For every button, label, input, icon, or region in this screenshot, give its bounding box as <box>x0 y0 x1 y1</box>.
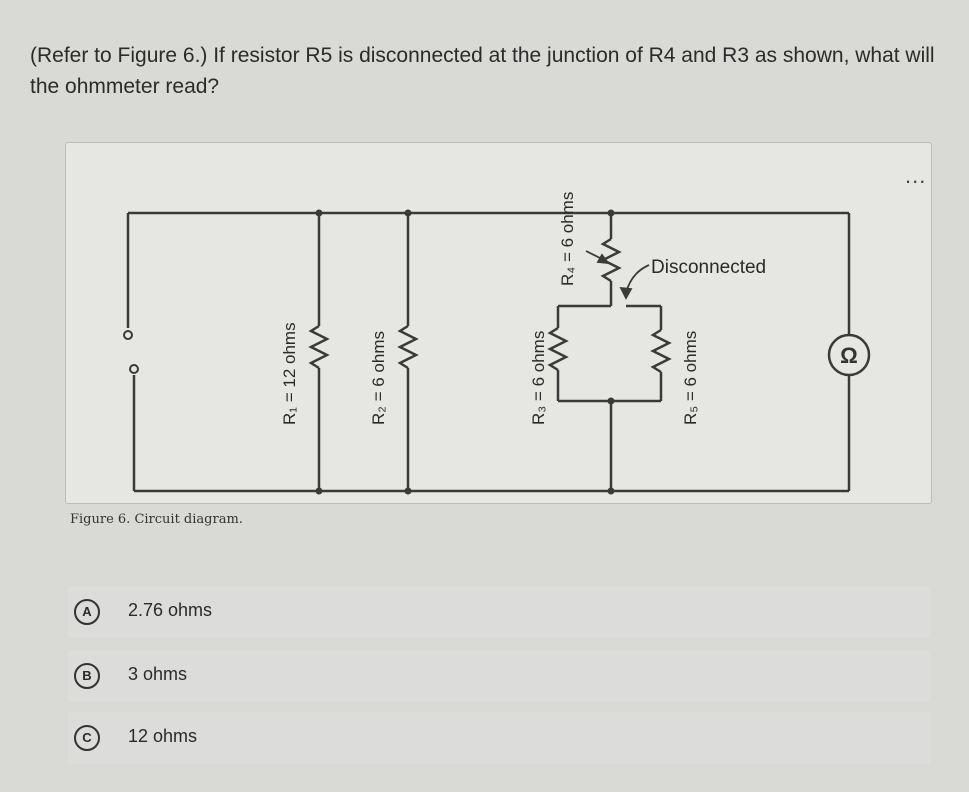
option-text: 2.76 ohms <box>128 600 213 620</box>
r3-label: R₃ = 6 ohms <box>529 331 548 425</box>
answer-option-b[interactable]: B 3 ohms <box>68 650 930 702</box>
option-letter: A <box>74 599 100 625</box>
more-options-icon[interactable]: ... <box>905 163 927 188</box>
answer-option-a[interactable]: A 2.76 ohms <box>68 586 930 638</box>
option-text: 12 ohms <box>128 726 198 746</box>
r5-label: R₅ = 6 ohms <box>681 331 700 425</box>
option-letter: C <box>74 725 100 751</box>
r2-label: R₂ = 6 ohms <box>369 331 388 425</box>
terminal-bottom <box>129 364 139 374</box>
ohmmeter-icon <box>827 333 871 377</box>
r1-label: R₁ = 12 ohms <box>280 322 299 425</box>
question-text: (Refer to Figure 6.) If resistor R5 is d… <box>30 44 935 98</box>
circuit-diagram: Ω R₁ = 12 ohms R₂ = 6 ohms R₃ = 6 ohms R… <box>123 192 871 495</box>
disconnected-label: Disconnected <box>651 257 766 278</box>
ohmmeter-symbol: Ω <box>840 343 858 368</box>
r4-label: R₄ = 6 ohms <box>558 192 577 286</box>
disconnect-arrows <box>585 250 650 300</box>
option-text: 3 ohms <box>128 664 188 684</box>
circuit-figure: Ω R₁ = 12 ohms R₂ = 6 ohms R₃ = 6 ohms R… <box>65 142 932 504</box>
figure-caption: Figure 6. Circuit diagram. <box>70 512 243 527</box>
answer-option-c[interactable]: C 12 ohms <box>68 712 930 764</box>
circuit-wires <box>126 211 851 493</box>
terminal-top <box>123 330 133 340</box>
junction-dots <box>315 209 615 495</box>
option-letter: B <box>74 663 100 689</box>
